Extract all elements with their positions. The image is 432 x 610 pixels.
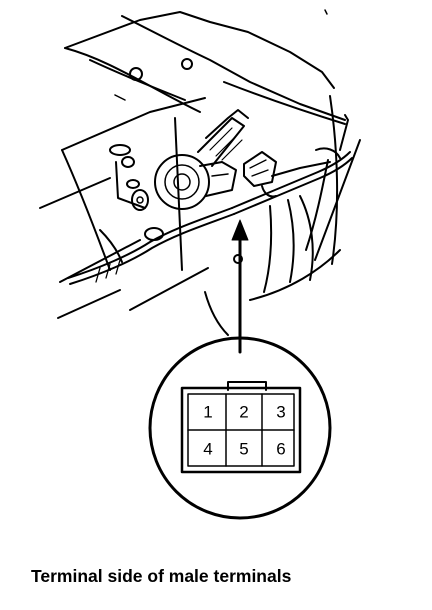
- pin-label: 3: [276, 403, 285, 422]
- pointer-arrow: [231, 219, 249, 354]
- connector-detail-circle: [148, 336, 332, 520]
- window-motor: [154, 109, 249, 210]
- pin-label: 6: [276, 440, 285, 459]
- pin-label: 1: [203, 403, 212, 422]
- door-panel: [39, 9, 361, 336]
- wiring-harness: [67, 114, 353, 293]
- mounting-holes: [109, 58, 243, 264]
- motor-connector: [243, 151, 277, 198]
- door-wiring-illustration: 1 2 3 4 5 6: [39, 9, 361, 520]
- figure-caption: Terminal side of male terminals: [31, 566, 292, 586]
- pin-label: 5: [239, 440, 248, 459]
- connector-pin-labels: 1 2 3 4 5 6: [203, 403, 285, 459]
- pin-label: 2: [239, 403, 248, 422]
- pin-label: 4: [203, 440, 212, 459]
